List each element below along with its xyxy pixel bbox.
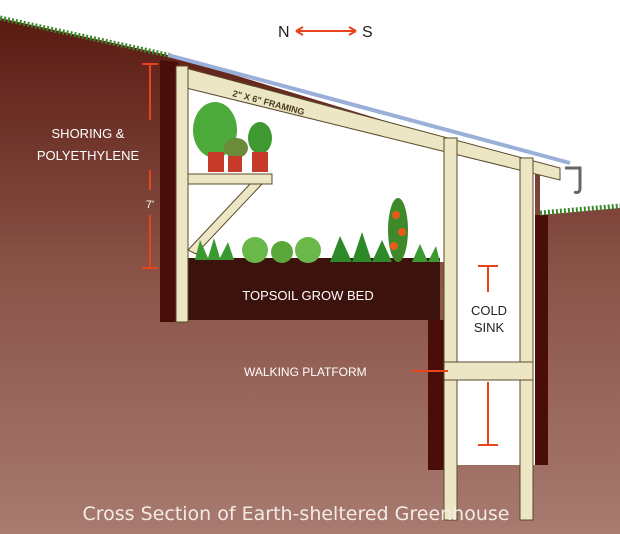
gutter: [565, 166, 582, 194]
compass-north: N: [278, 24, 290, 41]
topsoil-grow-bed: [178, 258, 440, 320]
topsoil-label: TOPSOIL GROW BED: [242, 288, 373, 303]
compass-south: S: [362, 24, 373, 41]
caption: Cross Section of Earth-sheltered Greenho…: [83, 503, 510, 525]
compass-arrow: [295, 26, 357, 36]
pit-wall: [428, 215, 548, 470]
shoring-wall: [160, 60, 178, 322]
walking-platform-label: WALKING PLATFORM: [244, 365, 367, 379]
height-label: 7': [146, 199, 154, 211]
height-dimension: [142, 63, 158, 269]
middle-post: [443, 137, 458, 521]
shoring-label-1: SHORING &: [52, 126, 125, 141]
north-post: [175, 65, 189, 323]
south-post: [519, 157, 534, 521]
grass-left: [0, 15, 173, 59]
roof-glazing: [167, 53, 571, 165]
shelf: [187, 173, 273, 185]
shoring-label-2: POLYETHYLENE: [37, 148, 140, 163]
cold-sink-dimension: [478, 265, 498, 446]
grass-right: [539, 203, 620, 216]
shelf-plants: [193, 102, 272, 172]
cold-sink-label-2: SINK: [474, 320, 505, 335]
cold-sink-label-1: COLD: [471, 303, 507, 318]
walking-platform: [443, 361, 534, 381]
shelf-brace: [187, 183, 264, 255]
bed-plants: [195, 198, 440, 263]
